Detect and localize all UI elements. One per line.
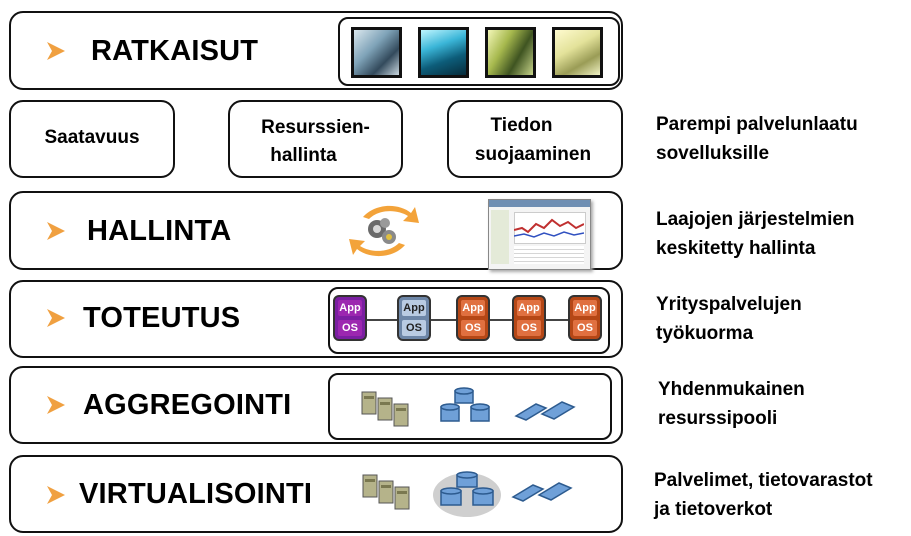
photo-lab-icon xyxy=(351,27,402,78)
side-label-row6-line2: ja tietoverkot xyxy=(654,499,773,520)
arrow-bullet-icon xyxy=(47,309,65,327)
vm-app-label: App xyxy=(573,300,597,316)
vm-app-label: App xyxy=(461,300,485,316)
vm-orange-3: App OS xyxy=(568,295,602,341)
arrow-bullet-icon xyxy=(47,222,65,240)
side-label-row4-line2: työkuorma xyxy=(656,323,754,344)
vm-os-label: OS xyxy=(517,320,541,336)
side-label-row6-line1: Palvelimet, tietovarastot xyxy=(654,470,873,491)
vm-purple: App OS xyxy=(333,295,367,341)
vm-os-label: OS xyxy=(461,320,485,336)
side-label-row3-line1: Laajojen järjestelmien xyxy=(656,209,855,230)
solutions-photo-strip xyxy=(338,17,620,86)
vm-os-label: OS xyxy=(402,320,426,336)
arrow-bullet-icon xyxy=(47,396,65,414)
layer-toteutus: TOTEUTUS App OS App OS App OS App OS App… xyxy=(9,280,623,358)
network-switch-icon xyxy=(514,401,576,421)
photo-factory-icon xyxy=(485,27,536,78)
service-label-resurssien-line1: Resurssien- xyxy=(261,117,370,138)
service-label-resurssien-line2: hallinta xyxy=(270,145,337,166)
vm-app-label: App xyxy=(402,300,426,316)
side-label-row4-line1: Yrityspalvelujen xyxy=(656,294,802,315)
service-label-tiedon-line1: Tiedon xyxy=(490,115,553,136)
vm-app-label: App xyxy=(338,300,362,316)
layer-title-aggregointi: AGGREGOINTI xyxy=(83,389,292,421)
resource-pool-panel xyxy=(328,373,612,440)
layer-ratkaisut: RATKAISUT xyxy=(9,11,623,90)
service-box-saatavuus: Saatavuus xyxy=(9,100,175,178)
side-label-row2-line1: Parempi palvelunlaatu xyxy=(656,114,858,135)
vm-os-label: OS xyxy=(573,320,597,336)
layer-title-toteutus: TOTEUTUS xyxy=(83,302,241,334)
monitoring-screenshot-icon xyxy=(488,199,591,270)
layer-title-ratkaisut: RATKAISUT xyxy=(91,35,259,67)
vm-workload-panel: App OS App OS App OS App OS App OS xyxy=(328,287,610,354)
vm-app-label: App xyxy=(517,300,541,316)
photo-office-icon xyxy=(418,27,469,78)
server-icon xyxy=(362,474,410,510)
vm-blue: App OS xyxy=(397,295,431,341)
vm-os-label: OS xyxy=(338,320,362,336)
side-label-row3-line2: keskitetty hallinta xyxy=(656,238,816,259)
layer-title-virtualisointi: VIRTUALISOINTI xyxy=(79,478,313,510)
server-icon xyxy=(361,391,409,427)
layer-hallinta: HALLINTA xyxy=(9,191,623,270)
side-label-row5-line1: Yhdenmukainen xyxy=(658,379,805,400)
vm-orange-2: App OS xyxy=(512,295,546,341)
layer-title-hallinta: HALLINTA xyxy=(87,215,232,247)
photo-workshop-icon xyxy=(552,27,603,78)
gears-refresh-icon xyxy=(349,205,419,257)
service-label-tiedon-line2: suojaaminen xyxy=(474,144,592,165)
service-box-resurssienhallinta: Resurssien- hallinta xyxy=(228,100,403,178)
storage-icon xyxy=(440,387,490,422)
side-label-row2-line2: sovelluksille xyxy=(656,143,770,164)
network-switch-icon xyxy=(511,482,573,502)
service-box-tiedon-suojaaminen: Tiedon suojaaminen xyxy=(447,100,623,178)
arrow-bullet-icon xyxy=(47,42,65,60)
service-label-saatavuus: Saatavuus xyxy=(44,127,140,148)
layer-aggregointi: AGGREGOINTI xyxy=(9,366,623,444)
storage-icon xyxy=(433,471,501,517)
vm-orange-1: App OS xyxy=(456,295,490,341)
layer-virtualisointi: VIRTUALISOINTI xyxy=(9,455,623,533)
arrow-bullet-icon xyxy=(47,486,65,504)
side-label-row5-line2: resurssipooli xyxy=(658,408,778,429)
